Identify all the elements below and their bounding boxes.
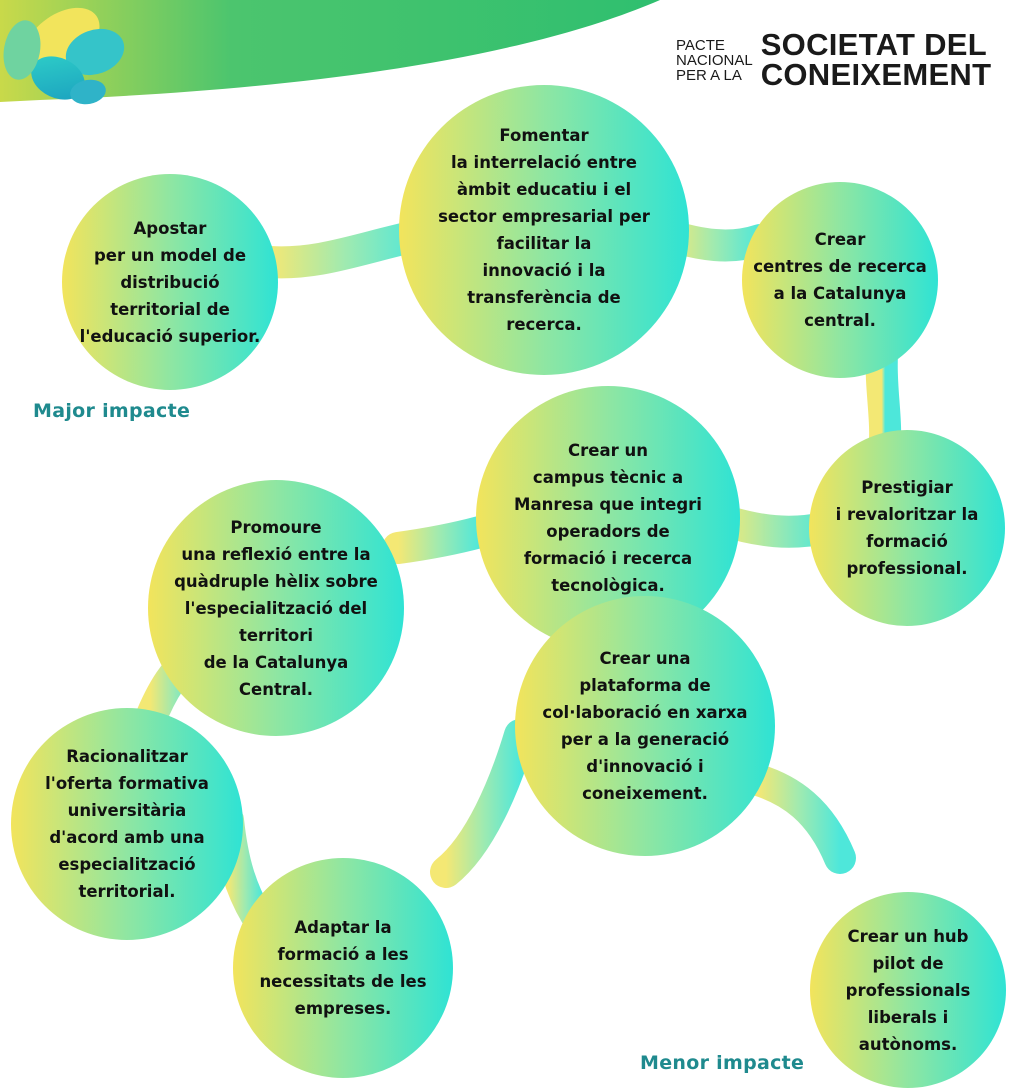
brand-title: SOCIETAT DEL CONEIXEMENT: [760, 27, 992, 92]
node-7: Racionalitzar l'oferta formativa univers…: [11, 708, 243, 940]
ball-9: [515, 596, 775, 856]
major-impact-label: Major impacte: [33, 400, 191, 422]
ball-8: [233, 858, 453, 1078]
node-9: Crear una plataforma de col·laboració en…: [515, 596, 775, 856]
ball-7: [11, 708, 243, 940]
node-1: Apostar per un model de distribució terr…: [62, 174, 278, 390]
connector-8-9: [430, 719, 536, 888]
logo-icon: [3, 7, 125, 105]
node-8: Adaptar la formació a les necessitats de…: [233, 858, 453, 1078]
node-2-text: Fomentar la interrelació entre àmbit edu…: [438, 126, 650, 334]
node-4-text: Prestigiar i revaloritzar la formació pr…: [835, 478, 979, 578]
node-1-text: Apostar per un model de distribució terr…: [79, 218, 261, 346]
brand: PACTE NACIONAL PER A LA SOCIETAT DEL CON…: [676, 27, 992, 92]
ball-6: [148, 480, 404, 736]
ball-2: [399, 85, 689, 375]
ball-1: [62, 174, 278, 390]
node-2: Fomentar la interrelació entre àmbit edu…: [399, 85, 689, 375]
node-3-text: Crear centres de recerca a la Catalunya …: [753, 230, 927, 330]
minor-impact-label: Menor impacte: [640, 1052, 805, 1074]
node-8-text: Adaptar la formació a les necessitats de…: [259, 918, 427, 1018]
connector-9-10: [742, 764, 856, 874]
ball-5: [476, 386, 740, 650]
node-9-text: Crear una plataforma de col·laboració en…: [542, 649, 748, 803]
node-3: Crear centres de recerca a la Catalunya …: [742, 182, 938, 378]
ball-3: [742, 182, 938, 378]
node-5-text: Crear un campus tècnic a Manresa que int…: [514, 441, 702, 595]
node-6-text: Promoure una reflexió entre la quàdruple…: [174, 517, 378, 699]
top-banner: [0, 0, 660, 102]
connector-1-2: [254, 219, 436, 279]
brand-small-text: PACTE NACIONAL PER A LA: [676, 36, 753, 84]
node-10-text: Crear un hub pilot de professionals libe…: [845, 926, 971, 1054]
node-4: Prestigiar i revaloritzar la formació pr…: [809, 430, 1005, 626]
connector-5-6: [382, 516, 496, 564]
ball-10: [810, 892, 1006, 1088]
node-10: Crear un hub pilot de professionals libe…: [810, 892, 1006, 1088]
node-7-text: Racionalitzar l'oferta formativa univers…: [45, 747, 209, 901]
node-5: Crear un campus tècnic a Manresa que int…: [476, 386, 740, 650]
ball-4: [809, 430, 1005, 626]
node-6: Promoure una reflexió entre la quàdruple…: [148, 480, 404, 736]
